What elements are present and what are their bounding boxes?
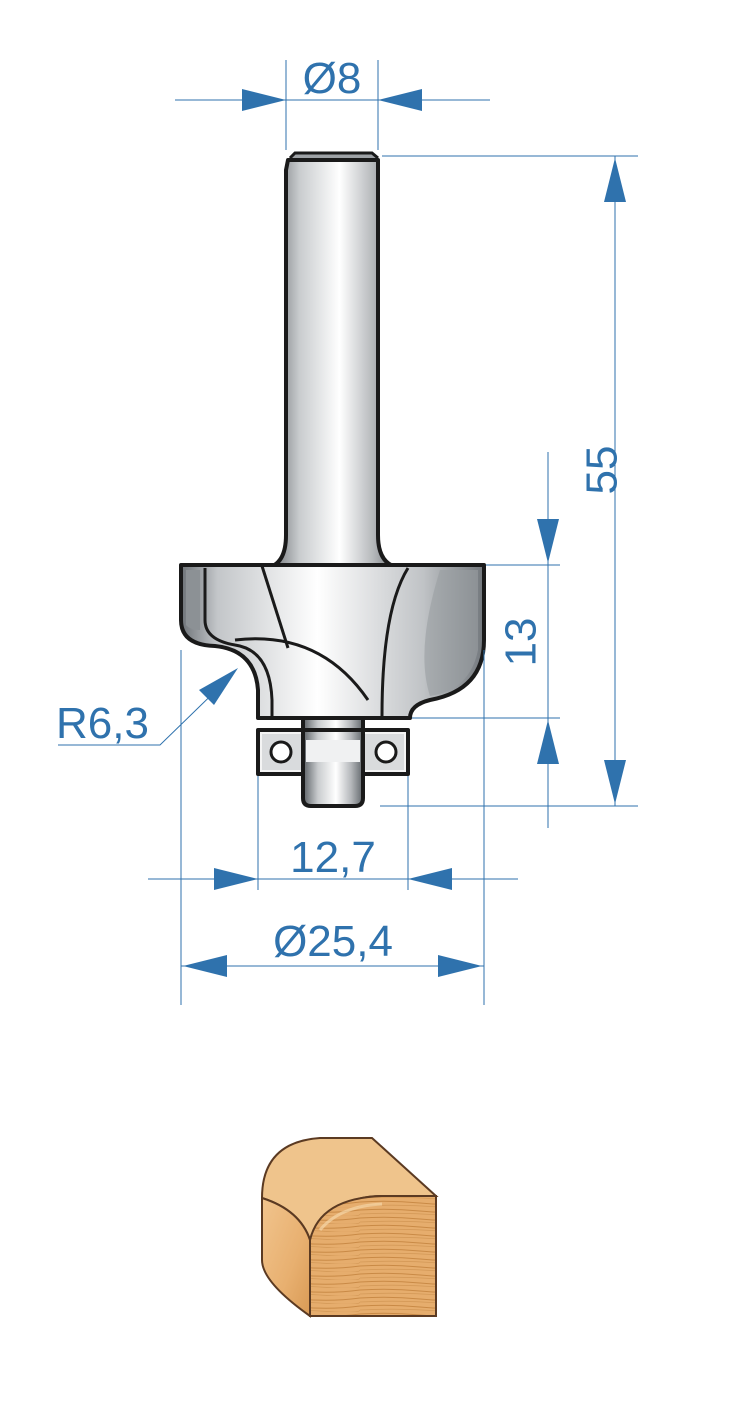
radius-label: R6,3 (56, 699, 149, 748)
cutter-body (179, 563, 486, 720)
wood-profile (260, 1137, 439, 1318)
cutting-height-label: 13 (497, 618, 546, 667)
bearing (256, 716, 410, 808)
total-length-label: 55 (578, 446, 627, 495)
bearing-diameter-label: 12,7 (290, 833, 376, 882)
dimension-lines (58, 60, 638, 1005)
shank (264, 151, 402, 570)
cutter-diameter-label: Ø25,4 (273, 917, 393, 966)
shank-diameter-label: Ø8 (303, 54, 362, 103)
